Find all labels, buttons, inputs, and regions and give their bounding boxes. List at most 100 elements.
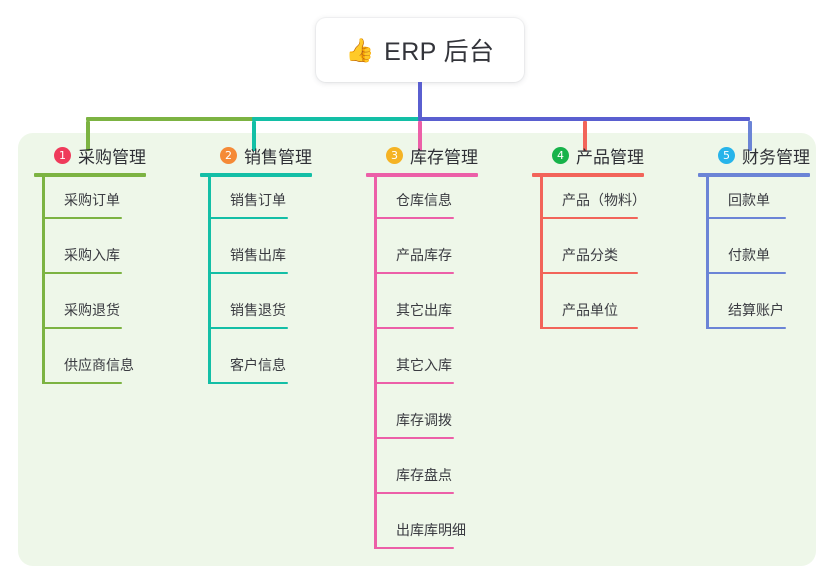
connector-teal-segment bbox=[252, 117, 420, 121]
branch-title-label: 销售管理 bbox=[244, 147, 312, 167]
branch-leaf-label: 采购入库 bbox=[64, 247, 120, 263]
branch-leaf-label: 产品库存 bbox=[396, 247, 452, 263]
branch-leaf-item[interactable]: 产品库存 bbox=[374, 246, 454, 274]
branch-number-badge: 1 bbox=[54, 146, 71, 164]
connector-blue-segment bbox=[418, 117, 750, 121]
branch-leaf-underline bbox=[374, 382, 454, 384]
branch-leaf-underline bbox=[42, 217, 122, 219]
branch-leaf-label: 销售订单 bbox=[230, 192, 286, 208]
branch-leaf-label: 采购退货 bbox=[64, 302, 120, 318]
branch-header-2[interactable]: 2 销售管理 bbox=[200, 143, 312, 167]
branch-leaf-item[interactable]: 仓库信息 bbox=[374, 191, 454, 219]
branch-leaf-underline bbox=[208, 327, 288, 329]
root-node-content: 👍 ERP 后台 bbox=[346, 32, 495, 68]
root-node-label: ERP 后台 bbox=[384, 38, 495, 66]
branch-leaf-label: 供应商信息 bbox=[64, 357, 134, 373]
branch-leaf-label: 销售出库 bbox=[230, 247, 286, 263]
branch-leaf-label: 库存盘点 bbox=[396, 467, 452, 483]
branch-leaf-underline bbox=[374, 547, 454, 549]
branch-leaf-item[interactable]: 销售退货 bbox=[208, 301, 288, 329]
branch-header-4[interactable]: 4 产品管理 bbox=[532, 143, 644, 167]
branch-leaf-underline bbox=[540, 272, 638, 274]
branch-title-label: 采购管理 bbox=[78, 147, 146, 167]
branch-number-badge: 2 bbox=[220, 146, 237, 164]
branch-leaf-label: 付款单 bbox=[728, 247, 770, 263]
branch-leaf-underline bbox=[42, 382, 122, 384]
branch-leaf-underline bbox=[42, 327, 122, 329]
branch-drop-connector-4 bbox=[583, 121, 587, 151]
branch-leaf-underline bbox=[540, 217, 638, 219]
branch-leaf-label: 回款单 bbox=[728, 192, 770, 208]
thumbs-up-icon: 👍 bbox=[345, 36, 375, 63]
branch-spine-connector bbox=[42, 177, 45, 384]
branch-leaf-underline bbox=[374, 217, 454, 219]
branch-header-1[interactable]: 1 采购管理 bbox=[34, 143, 146, 167]
branch-leaf-item[interactable]: 客户信息 bbox=[208, 356, 288, 384]
branch-header-underline bbox=[532, 173, 644, 177]
branch-drop-connector-5 bbox=[748, 121, 752, 151]
branch-leaf-label: 仓库信息 bbox=[396, 192, 452, 208]
branch-leaf-underline bbox=[208, 217, 288, 219]
branch-leaf-underline bbox=[374, 327, 454, 329]
connector-green-segment bbox=[86, 117, 254, 121]
branch-leaf-underline bbox=[208, 382, 288, 384]
branch-leaf-item[interactable]: 销售出库 bbox=[208, 246, 288, 274]
branch-leaf-underline bbox=[42, 272, 122, 274]
branch-leaf-item[interactable]: 产品单位 bbox=[540, 301, 638, 329]
branch-leaf-label: 其它入库 bbox=[396, 357, 452, 373]
branch-header-underline bbox=[698, 173, 810, 177]
branch-leaf-underline bbox=[374, 272, 454, 274]
branch-number-badge: 5 bbox=[718, 146, 735, 164]
branch-leaf-label: 产品分类 bbox=[562, 247, 618, 263]
branch-leaf-item[interactable]: 付款单 bbox=[706, 246, 786, 274]
branch-column-4: 4 产品管理产品（物料） 产品分类产品单位 bbox=[532, 143, 646, 329]
branch-drop-connector-3 bbox=[418, 121, 422, 151]
branch-leaf-underline bbox=[540, 327, 638, 329]
branch-leaf-item[interactable]: 库存盘点 bbox=[374, 466, 454, 494]
branch-header-underline bbox=[200, 173, 312, 177]
branch-spine-connector bbox=[706, 177, 709, 329]
branch-leaf-label: 库存调拨 bbox=[396, 412, 452, 428]
branch-leaf-item[interactable]: 采购入库 bbox=[42, 246, 122, 274]
branch-leaf-item[interactable]: 其它出库 bbox=[374, 301, 454, 329]
branch-header-underline bbox=[366, 173, 478, 177]
branch-title-label: 产品管理 bbox=[576, 147, 644, 167]
branch-leaf-label: 采购订单 bbox=[64, 192, 120, 208]
branch-leaf-item[interactable]: 产品分类 bbox=[540, 246, 638, 274]
branch-leaf-item[interactable]: 销售订单 bbox=[208, 191, 288, 219]
branch-leaf-item[interactable]: 产品（物料） bbox=[540, 191, 646, 219]
branch-leaf-item[interactable]: 其它入库 bbox=[374, 356, 454, 384]
branch-leaf-label: 销售退货 bbox=[230, 302, 286, 318]
branch-column-3: 3 库存管理仓库信息产品库存其它出库其它入库库存调拨库存盘点出库库明细 bbox=[366, 143, 478, 549]
branch-leaf-item[interactable]: 采购订单 bbox=[42, 191, 122, 219]
branch-drop-connector-2 bbox=[252, 121, 256, 151]
branch-spine-connector bbox=[540, 177, 543, 329]
branch-number-badge: 3 bbox=[386, 146, 403, 164]
branch-leaf-underline bbox=[706, 272, 786, 274]
branch-number-badge: 4 bbox=[552, 146, 569, 164]
branch-leaf-label: 其它出库 bbox=[396, 302, 452, 318]
branch-leaf-label: 产品单位 bbox=[562, 302, 618, 318]
branch-leaf-item[interactable]: 采购退货 bbox=[42, 301, 122, 329]
root-node-card[interactable]: 👍 ERP 后台 bbox=[316, 18, 524, 82]
root-trunk-connector bbox=[418, 82, 422, 121]
branch-leaf-label: 出库库明细 bbox=[396, 522, 466, 538]
branch-drop-connector-1 bbox=[86, 121, 90, 151]
branch-leaf-underline bbox=[374, 437, 454, 439]
branch-leaf-item[interactable]: 库存调拨 bbox=[374, 411, 454, 439]
branch-leaf-label: 产品（物料） bbox=[562, 192, 646, 208]
branch-column-1: 1 采购管理采购订单采购入库采购退货供应商信息 bbox=[34, 143, 146, 384]
branch-header-3[interactable]: 3 库存管理 bbox=[366, 143, 478, 167]
branch-leaf-item[interactable]: 回款单 bbox=[706, 191, 786, 219]
branch-leaf-label: 客户信息 bbox=[230, 357, 286, 373]
branch-leaf-item[interactable]: 供应商信息 bbox=[42, 356, 134, 384]
branch-leaf-item[interactable]: 结算账户 bbox=[706, 301, 786, 329]
branch-column-2: 2 销售管理销售订单销售出库销售退货客户信息 bbox=[200, 143, 312, 384]
branch-spine-connector bbox=[374, 177, 377, 549]
branch-leaf-item[interactable]: 出库库明细 bbox=[374, 521, 466, 549]
branch-title-label: 库存管理 bbox=[410, 147, 478, 167]
branch-spine-connector bbox=[208, 177, 211, 384]
